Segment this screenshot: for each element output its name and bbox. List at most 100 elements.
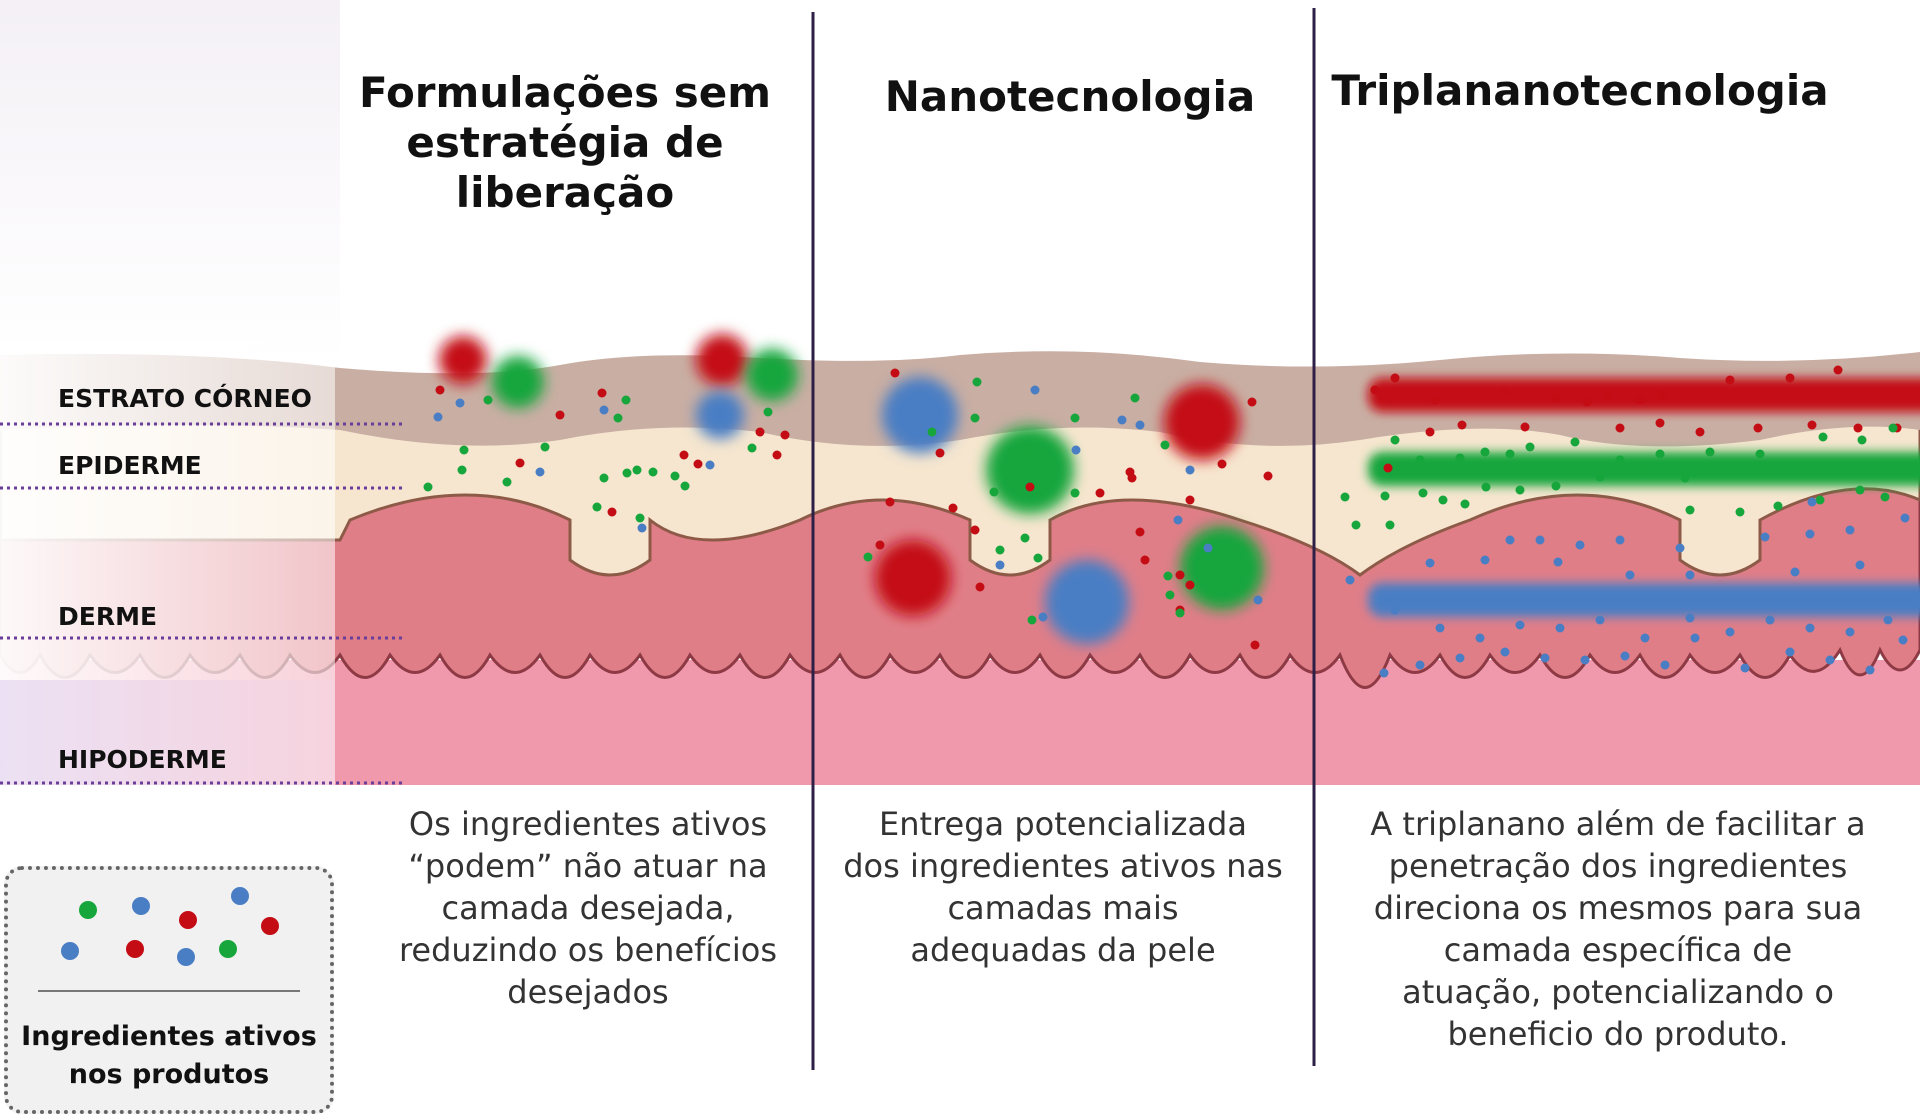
dot-55 <box>1095 488 1105 498</box>
dot-132 <box>1815 495 1825 505</box>
dot-88 <box>1603 391 1613 401</box>
dot-118 <box>1340 492 1350 502</box>
dot-149 <box>1625 570 1635 580</box>
dot-84 <box>1430 395 1440 405</box>
dot-32 <box>635 513 645 523</box>
dot-156 <box>1390 605 1400 615</box>
layer-label-dermis: DERME <box>58 602 158 631</box>
dot-112 <box>1655 449 1665 459</box>
dot-44 <box>1160 440 1170 450</box>
dot-160 <box>1555 623 1565 633</box>
dot-144 <box>1805 529 1815 539</box>
dot-161 <box>1595 615 1605 625</box>
layer-label-hypodermis: HIPODERME <box>58 745 227 774</box>
dot-17 <box>693 459 703 469</box>
legend-divider <box>38 990 300 992</box>
dot-33 <box>637 523 647 533</box>
dot-125 <box>1551 481 1561 491</box>
blob-3 <box>746 349 798 401</box>
dot-23 <box>763 407 773 417</box>
dot-145 <box>1845 525 1855 535</box>
dot-108 <box>1505 449 1515 459</box>
dot-3 <box>433 412 443 422</box>
dot-39 <box>970 413 980 423</box>
legend-dot-4 <box>261 917 279 935</box>
dot-65 <box>995 545 1005 555</box>
dot-165 <box>1765 615 1775 625</box>
dot-40 <box>927 427 937 437</box>
dot-182 <box>1898 635 1908 645</box>
dot-123 <box>1481 482 1491 492</box>
dot-51 <box>1263 471 1273 481</box>
dot-7 <box>613 413 623 423</box>
dot-130 <box>1735 507 1745 517</box>
dot-9 <box>459 445 469 455</box>
dot-102 <box>1853 423 1863 433</box>
dot-170 <box>1415 660 1425 670</box>
dot-43 <box>1135 420 1145 430</box>
dot-107 <box>1480 447 1490 457</box>
dot-166 <box>1805 623 1815 633</box>
dot-29 <box>680 481 690 491</box>
dot-175 <box>1620 651 1630 661</box>
dot-53 <box>1025 482 1035 492</box>
blob-0 <box>439 336 487 384</box>
dot-126 <box>1595 472 1605 482</box>
dot-63 <box>863 552 873 562</box>
dot-24 <box>747 443 757 453</box>
dot-171 <box>1455 653 1465 663</box>
dot-72 <box>1140 555 1150 565</box>
dot-70 <box>1027 615 1037 625</box>
dot-8 <box>555 410 565 420</box>
triplanano-bands <box>1368 378 1920 617</box>
dot-181 <box>1865 665 1875 675</box>
dot-93 <box>1833 365 1843 375</box>
blob-4 <box>696 391 744 439</box>
blob-9 <box>1045 560 1129 644</box>
dot-11 <box>535 467 545 477</box>
dot-158 <box>1475 633 1485 643</box>
dot-154 <box>1425 558 1435 568</box>
dot-5 <box>599 405 609 415</box>
dot-131 <box>1773 501 1783 511</box>
dot-151 <box>1790 567 1800 577</box>
dot-128 <box>1680 473 1690 483</box>
dot-30 <box>592 502 602 512</box>
dot-120 <box>1418 488 1428 498</box>
dot-168 <box>1883 615 1893 625</box>
dot-19 <box>648 467 658 477</box>
dot-97 <box>1615 423 1625 433</box>
blob-6 <box>1164 384 1240 460</box>
dot-114 <box>1755 449 1765 459</box>
dot-127 <box>1640 465 1650 475</box>
dot-164 <box>1725 627 1735 637</box>
dot-18 <box>705 460 715 470</box>
ingredient-dots <box>423 365 1910 678</box>
dot-89 <box>1635 395 1645 405</box>
dot-71 <box>1038 612 1048 622</box>
dot-0 <box>435 385 445 395</box>
legend-dot-2 <box>179 911 197 929</box>
dot-98 <box>1655 418 1665 428</box>
layer-label-epidermis: EPIDERME <box>58 451 202 480</box>
dot-95 <box>1457 420 1467 430</box>
dot-135 <box>1351 520 1361 530</box>
dot-13 <box>457 465 467 475</box>
dot-45 <box>935 448 945 458</box>
dot-82 <box>1370 385 1380 395</box>
dot-67 <box>1020 533 1030 543</box>
column-1-description: Os ingredientes ativos “podem” não atuar… <box>398 805 778 1011</box>
dot-41 <box>1070 413 1080 423</box>
legend-box: Ingredientes ativos nos produtos <box>4 866 334 1114</box>
dot-6 <box>621 395 631 405</box>
dot-80 <box>1163 571 1173 581</box>
dot-92 <box>1785 373 1795 383</box>
dot-37 <box>1130 393 1140 403</box>
dot-34 <box>890 368 900 378</box>
dot-87 <box>1582 397 1592 407</box>
dot-21 <box>755 427 765 437</box>
dot-148 <box>1553 557 1563 567</box>
dot-78 <box>1253 595 1263 605</box>
dot-35 <box>972 377 982 387</box>
dot-119 <box>1380 491 1390 501</box>
